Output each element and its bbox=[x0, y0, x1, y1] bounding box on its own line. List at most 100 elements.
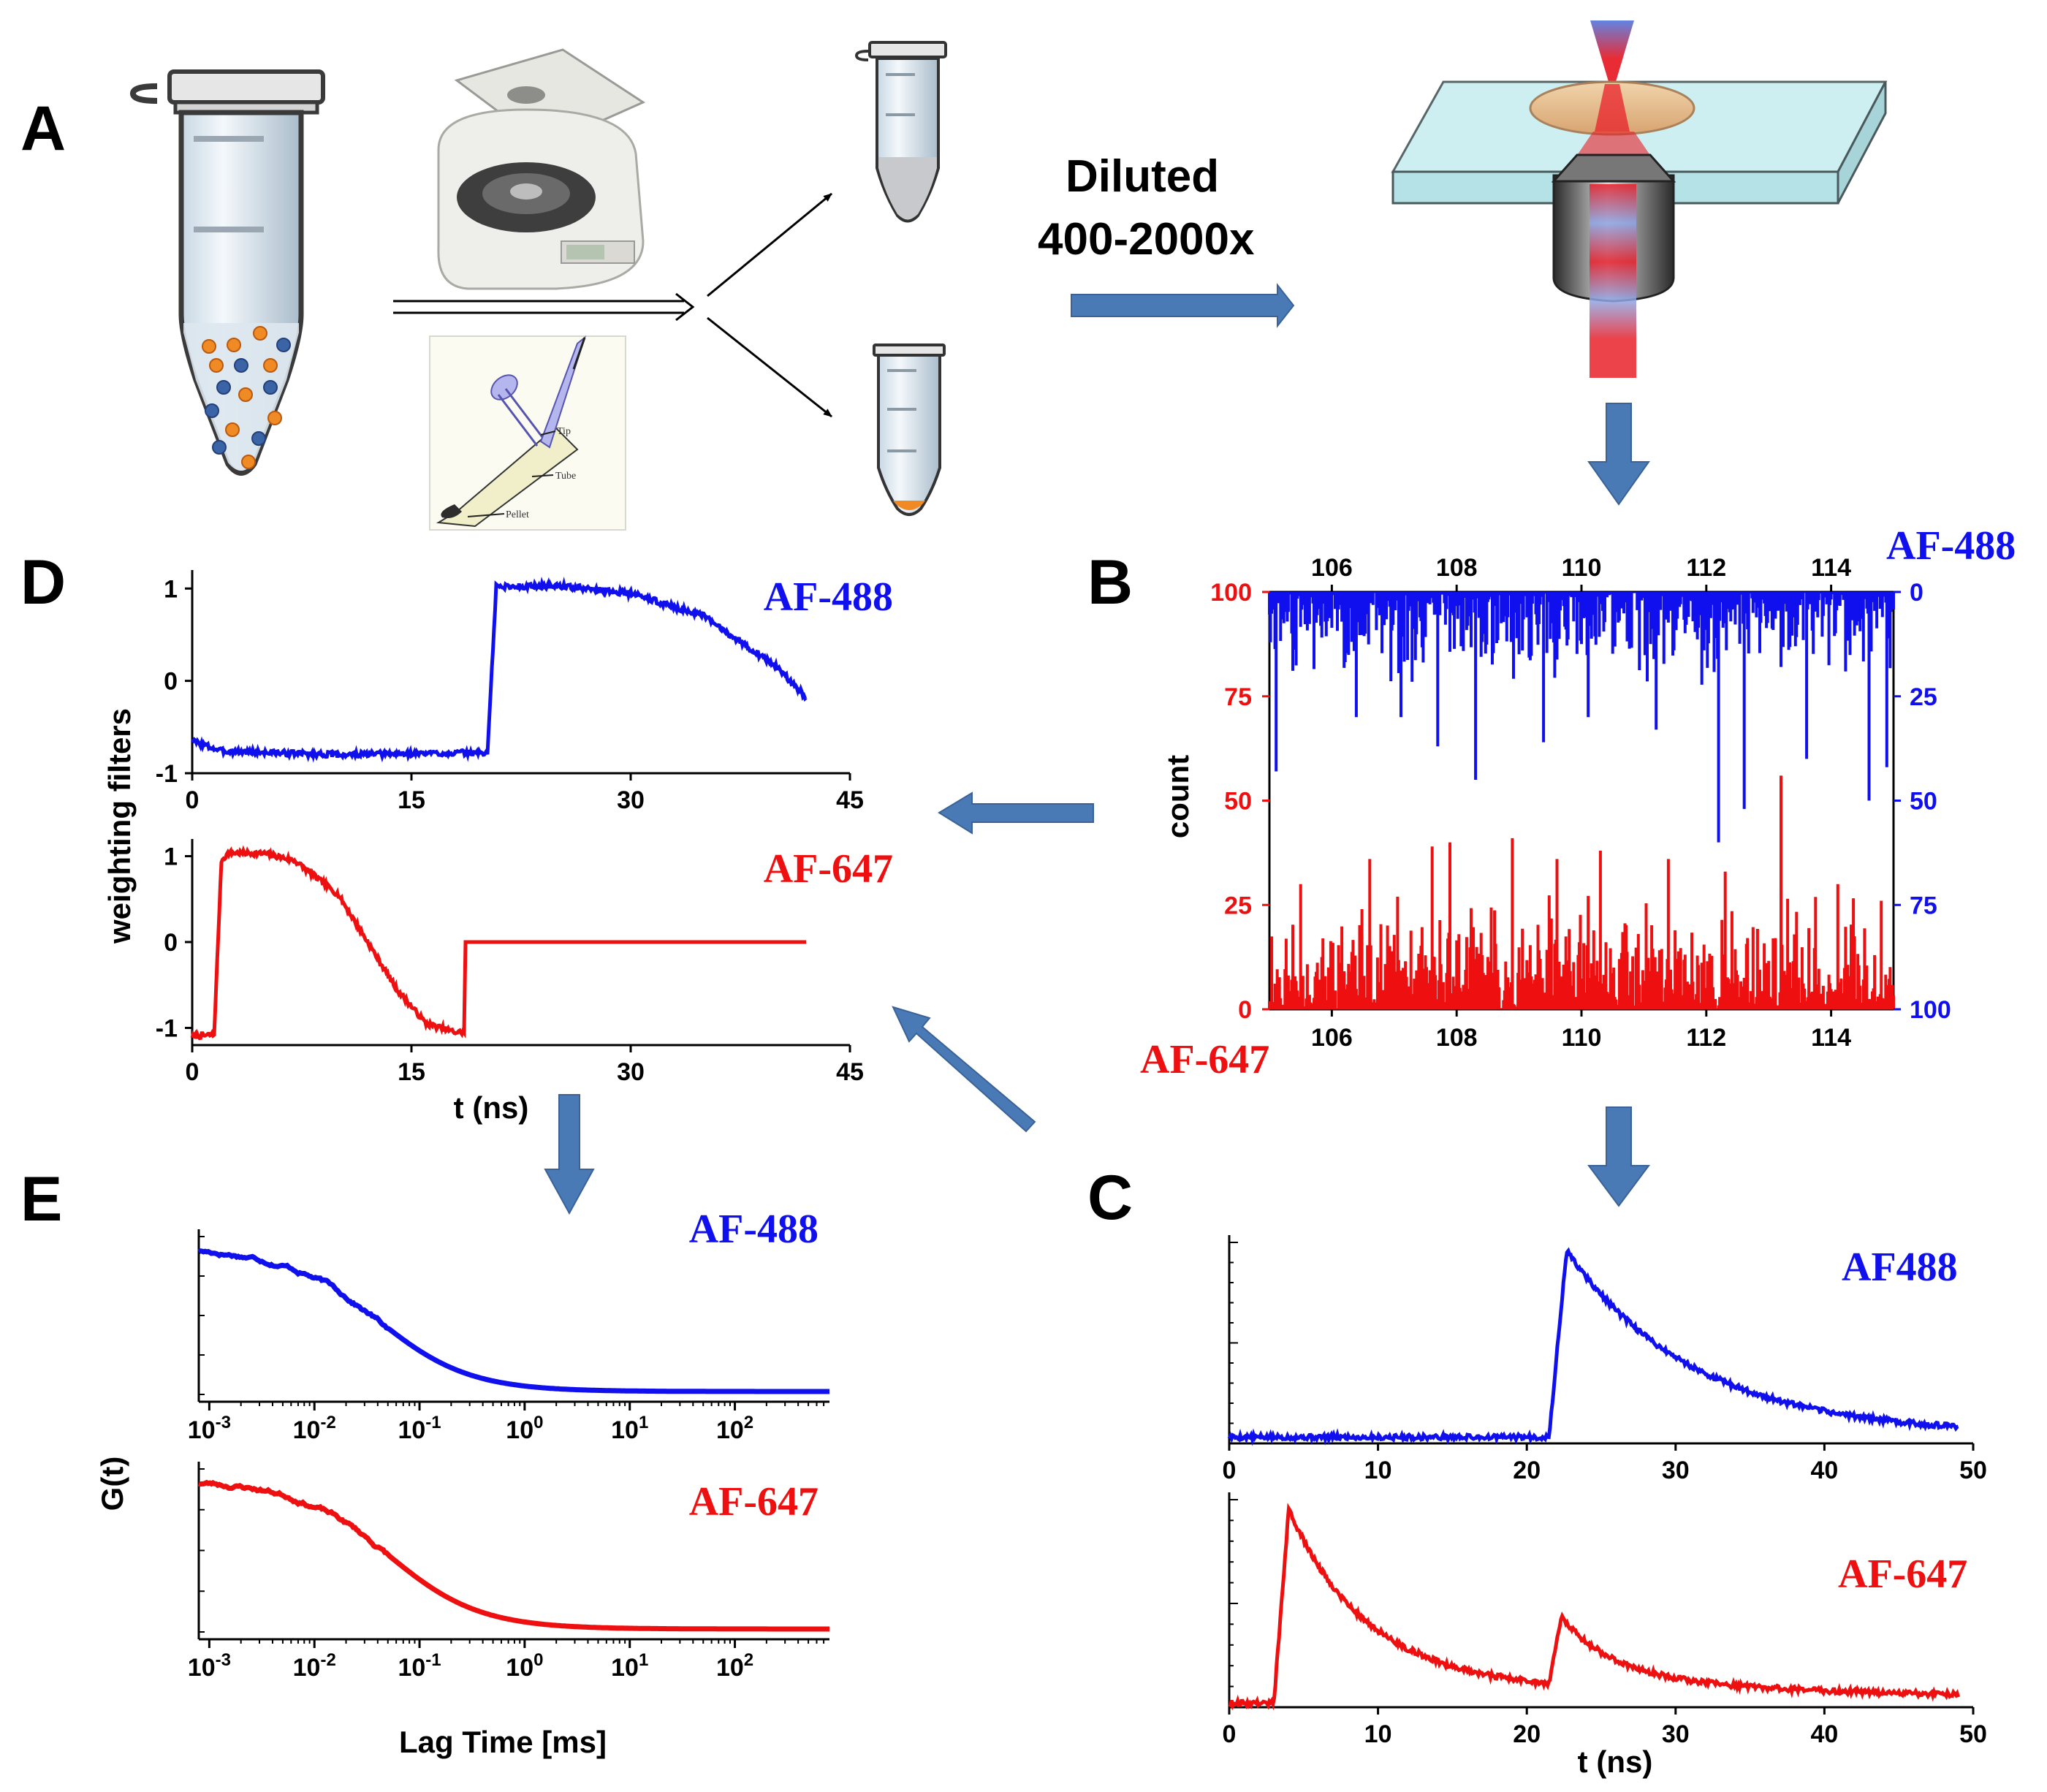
chart-et-x-tick-label: 10-2 bbox=[293, 1413, 336, 1444]
chart-b-x-tick-label-bottom: 108 bbox=[1436, 1024, 1478, 1052]
pellet-tube bbox=[873, 343, 946, 516]
process-arrows bbox=[393, 192, 832, 418]
chart-b-x-tick-label-bottom: 114 bbox=[1811, 1024, 1851, 1052]
chart-b-right-tick-label: 25 bbox=[1910, 683, 1937, 711]
chart-et-x-tick-label: 10-3 bbox=[188, 1413, 231, 1444]
chart-dt-x-tick-label: 45 bbox=[836, 786, 864, 814]
chart-b-right-tick-label: 50 bbox=[1910, 788, 1937, 816]
chart-c-series-af488: AF488 bbox=[1842, 1245, 1958, 1290]
chart-b-left-tick-label: 100 bbox=[1210, 579, 1252, 607]
sample-tube-illustration bbox=[129, 69, 325, 476]
chart-cb-x-tick-label: 50 bbox=[1959, 1720, 1987, 1748]
centrifuge-illustration bbox=[437, 48, 646, 290]
chart-ct-x-tick-label: 50 bbox=[1959, 1457, 1987, 1484]
setup-to-b-arrow bbox=[1587, 403, 1650, 506]
panel-letter-e: E bbox=[20, 1164, 62, 1234]
chart-et-trace bbox=[197, 1248, 829, 1394]
b-to-d-arrow bbox=[938, 791, 1094, 835]
chart-b-x-tick-label-top: 106 bbox=[1311, 554, 1353, 582]
chart-eb-x-tick-label: 10-1 bbox=[398, 1650, 441, 1682]
chart-d-xlabel: t (ns) bbox=[454, 1090, 529, 1125]
chart-c-series-af647: AF-647 bbox=[1838, 1552, 1967, 1597]
chart-eb-x-tick-label: 101 bbox=[611, 1650, 648, 1682]
chart-b-x-tick-label-bottom: 106 bbox=[1311, 1024, 1353, 1052]
chart-b-x-tick-label-bottom: 110 bbox=[1562, 1024, 1602, 1052]
confocal-setup-illustration bbox=[1391, 20, 1888, 378]
c-to-d-arrow bbox=[892, 1006, 1036, 1133]
chart-ct-x-tick-label: 0 bbox=[1223, 1457, 1237, 1484]
chart-et-x-tick-label: 102 bbox=[716, 1413, 753, 1444]
chart-b-series-af488: AF-488 bbox=[1886, 523, 2016, 569]
chart-b-x-tick-label-bottom: 112 bbox=[1686, 1024, 1726, 1052]
chart-b-x-tick-label-top: 110 bbox=[1562, 554, 1602, 582]
pipette-tube-label: Tube bbox=[555, 471, 576, 482]
chart-cb-x-tick-label: 30 bbox=[1662, 1720, 1690, 1748]
chart-dt-x-tick-label: 30 bbox=[617, 786, 645, 814]
chart-b-series-af488-trace bbox=[1268, 592, 1895, 843]
chart-ct-x-tick-label: 20 bbox=[1513, 1457, 1541, 1484]
chart-dt-y-tick-label: 0 bbox=[164, 668, 178, 696]
chart-ct-x-tick-label: 10 bbox=[1364, 1457, 1392, 1484]
chart-dt-trace bbox=[190, 576, 808, 763]
orange-particles bbox=[202, 326, 282, 469]
chart-db-y-tick-label: 1 bbox=[164, 843, 178, 871]
chart-cb-x-tick-label: 20 bbox=[1513, 1720, 1541, 1748]
chart-db-y-tick-label: -1 bbox=[156, 1015, 178, 1043]
d-to-e-arrow bbox=[544, 1094, 595, 1215]
chart-e-ylabel: G(t) bbox=[95, 1457, 129, 1511]
b-to-c-arrow bbox=[1587, 1106, 1650, 1207]
chart-b-left-tick-label: 75 bbox=[1224, 683, 1252, 711]
pipette-tip-label: Tip bbox=[557, 426, 571, 437]
chart-b-ylabel: count bbox=[1161, 755, 1195, 838]
chart-db-y-tick-label: 0 bbox=[164, 929, 178, 957]
chart-ct-trace bbox=[1227, 1247, 1959, 1446]
dilution-arrow bbox=[1071, 283, 1295, 328]
chart-dt-y-tick-label: 1 bbox=[164, 575, 178, 603]
chart-dt-y-tick-label: -1 bbox=[156, 760, 178, 788]
chart-ct-x-tick-label: 40 bbox=[1810, 1457, 1838, 1484]
chart-dt-x-tick-label: 15 bbox=[398, 786, 425, 814]
pipette-illustration: Tip Tube Pellet bbox=[429, 335, 626, 531]
chart-cb-trace bbox=[1228, 1503, 1960, 1711]
chart-b-series-af647: AF-647 bbox=[1140, 1037, 1269, 1082]
dilution-label-line1: Diluted bbox=[1066, 151, 1219, 202]
chart-eb-trace bbox=[198, 1479, 829, 1632]
chart-db-trace bbox=[190, 845, 806, 1041]
dilution-label-line2: 400-2000x bbox=[1038, 214, 1255, 265]
chart-db-x-tick-label: 45 bbox=[836, 1058, 864, 1086]
chart-cb-x-tick-label: 40 bbox=[1810, 1720, 1838, 1748]
chart-b-x-tick-label-top: 108 bbox=[1436, 554, 1478, 582]
panel-letter-d: D bbox=[20, 547, 66, 618]
chart-d-series-af488: AF-488 bbox=[764, 574, 893, 620]
blue-particles bbox=[205, 338, 291, 455]
panel-letter-a: A bbox=[20, 94, 66, 164]
chart-cb-x-tick-label: 0 bbox=[1223, 1720, 1237, 1748]
chart-b-photon-counts: 106 106 108 108 110 110 112 112 114 114 0 25 50 75 100… bbox=[1140, 523, 2016, 1082]
chart-et-x-tick-label: 10-1 bbox=[398, 1413, 441, 1444]
chart-c-xlabel: t (ns) bbox=[1578, 1744, 1653, 1779]
chart-ct-x-tick-label: 30 bbox=[1662, 1457, 1690, 1484]
chart-eb-x-tick-label: 100 bbox=[506, 1650, 543, 1682]
supernatant-tube bbox=[854, 41, 947, 223]
chart-b-x-tick-label-top: 114 bbox=[1811, 554, 1851, 582]
panel-letter-b: B bbox=[1087, 547, 1133, 618]
chart-b-right-tick-label: 0 bbox=[1910, 579, 1923, 607]
chart-eb-x-tick-label: 10-3 bbox=[188, 1650, 231, 1682]
chart-c-top-decay: 0 10 20 30 40 50 AF488 bbox=[1223, 1235, 1987, 1484]
chart-e-series-af488: AF-488 bbox=[689, 1207, 819, 1252]
chart-b-left-tick-label: 25 bbox=[1224, 892, 1252, 919]
chart-eb-x-tick-label: 10-2 bbox=[293, 1650, 336, 1682]
chart-d-ylabel: weighting filters bbox=[102, 708, 137, 944]
panel-letter-c: C bbox=[1087, 1163, 1133, 1233]
chart-db-x-tick-label: 30 bbox=[617, 1058, 645, 1086]
chart-b-x-tick-label-top: 112 bbox=[1686, 554, 1726, 582]
chart-b-left-tick-label: 50 bbox=[1224, 788, 1252, 816]
chart-et-x-tick-label: 100 bbox=[506, 1413, 543, 1444]
chart-e-series-af647: AF-647 bbox=[689, 1479, 819, 1525]
chart-b-left-tick-label: 0 bbox=[1238, 996, 1252, 1024]
